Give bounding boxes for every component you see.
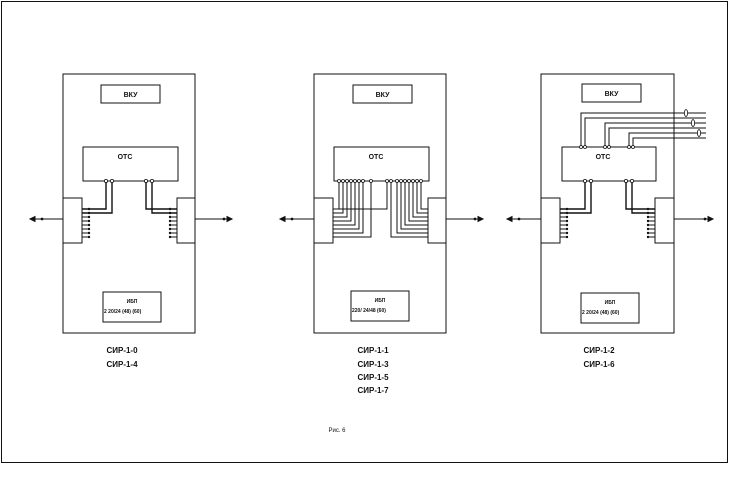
port-module-right bbox=[654, 197, 675, 244]
jumper-rings bbox=[337, 179, 423, 183]
vku-label: ВКУ bbox=[605, 91, 620, 98]
ups-value: 2 20/24 (48) (60) bbox=[582, 310, 620, 316]
model-label: СИР-1-1 bbox=[357, 346, 389, 355]
vku-box bbox=[100, 84, 161, 104]
port-module-right bbox=[176, 197, 196, 244]
model-label: СИР-1-3 bbox=[357, 360, 389, 369]
jumpers-left-group bbox=[333, 181, 388, 238]
enclosure bbox=[62, 73, 196, 334]
jumper bbox=[560, 181, 592, 214]
block-middle: ВКУ ОТС bbox=[278, 73, 485, 395]
block-right: ВКУ ОТС bbox=[505, 73, 715, 369]
bus-lines bbox=[580, 112, 706, 147]
port-module-left bbox=[313, 197, 334, 244]
enclosure bbox=[313, 73, 447, 334]
terminals-right bbox=[646, 207, 655, 239]
vku-box bbox=[352, 84, 413, 104]
terminals-left bbox=[82, 207, 91, 239]
enclosure bbox=[540, 73, 675, 334]
model-label: СИР-1-6 bbox=[583, 360, 615, 369]
bus-rings bbox=[579, 109, 702, 149]
vku-label: ВКУ bbox=[124, 92, 139, 99]
ups-value: 2 20/24 (48) (60) bbox=[104, 309, 142, 315]
block-left: ВКУ ОТС bbox=[28, 73, 234, 369]
ups-label: ИБП bbox=[375, 298, 386, 304]
ups-box bbox=[580, 292, 640, 324]
model-label: СИР-1-2 bbox=[583, 346, 615, 355]
port-module-right bbox=[427, 197, 447, 244]
ups-label: ИБП bbox=[127, 299, 138, 305]
model-label: СИР-1-5 bbox=[357, 373, 389, 382]
ups-value: 220/ 24/48 (60) bbox=[352, 308, 386, 314]
ups-box bbox=[102, 291, 162, 323]
model-label: СИР-1-0 bbox=[106, 346, 138, 355]
ots-box bbox=[333, 146, 430, 182]
jumper bbox=[145, 181, 177, 210]
model-label: СИР-1-7 bbox=[357, 386, 389, 395]
ots-label: ОТС bbox=[596, 154, 611, 161]
port-module-left bbox=[540, 197, 561, 244]
vku-label: ВКУ bbox=[376, 92, 391, 99]
model-label: СИР-1-4 bbox=[106, 360, 138, 369]
figure-caption: Рис. 6 bbox=[328, 428, 346, 434]
jumper bbox=[625, 181, 655, 210]
ots-box bbox=[561, 146, 657, 182]
ots-box bbox=[82, 146, 179, 182]
terminals-left bbox=[560, 207, 569, 239]
jumper bbox=[151, 181, 177, 214]
jumper bbox=[82, 181, 113, 214]
ots-label: ОТС bbox=[369, 154, 384, 161]
ups-box bbox=[350, 290, 410, 322]
ots-label: ОТС bbox=[118, 154, 133, 161]
jumpers-right-group bbox=[390, 181, 428, 238]
terminals-right bbox=[168, 207, 177, 239]
outer-frame bbox=[1, 1, 728, 463]
port-module-left bbox=[62, 197, 83, 244]
vku-box bbox=[581, 83, 642, 103]
jumper bbox=[560, 181, 586, 210]
ups-label: ИБП bbox=[605, 300, 616, 306]
